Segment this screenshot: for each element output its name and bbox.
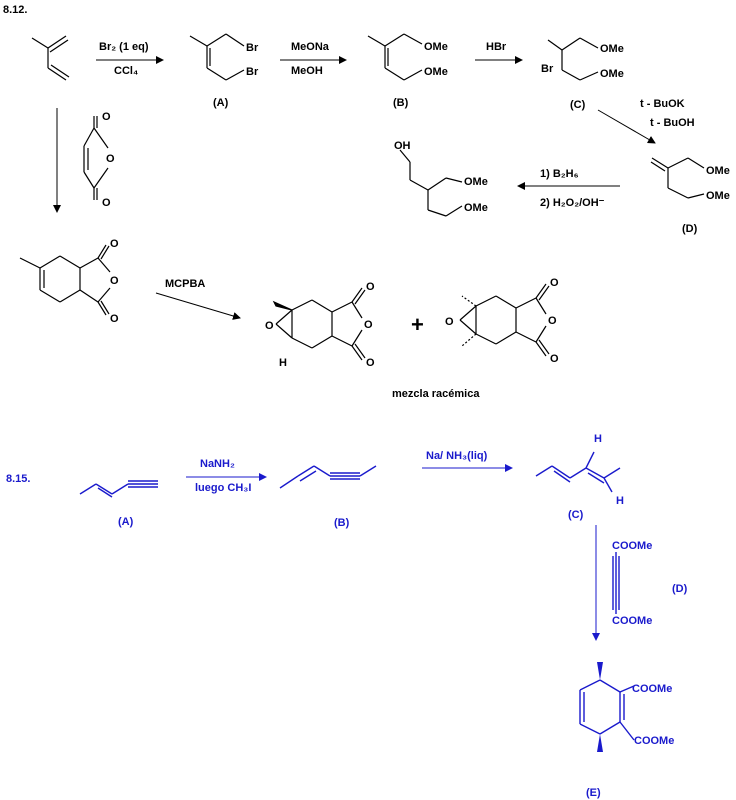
label-compound-b: (B) bbox=[393, 97, 409, 109]
reagent-hbr: HBr bbox=[486, 41, 507, 53]
problem-number-812: 8.12. bbox=[3, 4, 27, 16]
label-compound-a: (A) bbox=[213, 97, 229, 109]
compound-815b-structure bbox=[279, 465, 377, 489]
atom-ome-d1: OMe bbox=[706, 165, 730, 177]
label-815-b: (B) bbox=[334, 517, 350, 529]
wedge-top-e bbox=[597, 662, 603, 680]
atom-o-ad1: O bbox=[110, 238, 119, 250]
atom-o-ep2c: O bbox=[550, 353, 559, 365]
atom-oh: OH bbox=[394, 140, 411, 152]
atom-o-ep1a: O bbox=[366, 281, 375, 293]
racemic-caption: mezcla racémica bbox=[392, 388, 480, 400]
epoxide-1-structure bbox=[272, 287, 366, 361]
label-815-a: (A) bbox=[118, 516, 134, 528]
atom-o-ep2b: O bbox=[548, 315, 557, 327]
reagent-ch3i: luego CH₃I bbox=[195, 482, 251, 494]
reagent-meona: MeONa bbox=[291, 41, 330, 53]
reagent-ccl4: CCl₄ bbox=[114, 65, 138, 77]
atom-o-ma2: O bbox=[106, 153, 115, 165]
label-815-c: (C) bbox=[568, 509, 584, 521]
atom-ome-d2: OMe bbox=[706, 190, 730, 202]
atom-br-a1: Br bbox=[246, 42, 259, 54]
alcohol-product-structure bbox=[399, 149, 463, 217]
reagent-tbuok: t - BuOK bbox=[640, 98, 685, 110]
reagent-h2o2: 2) H₂O₂/OH⁻ bbox=[540, 197, 605, 209]
reagent-tbuoh: t - BuOH bbox=[650, 117, 695, 129]
atom-ome-b2: OMe bbox=[424, 66, 448, 78]
arrow-mcpba bbox=[155, 292, 241, 320]
atom-o-ma1: O bbox=[102, 111, 111, 123]
atom-o-ep1c: O bbox=[366, 357, 375, 369]
reagent-b2h6: 1) B₂H₆ bbox=[540, 168, 579, 180]
atom-h-c1: H bbox=[594, 433, 602, 445]
atom-br-c: Br bbox=[541, 63, 554, 75]
atom-o-ep1: O bbox=[265, 320, 274, 332]
ester-bottom-d: COOMe bbox=[612, 615, 652, 627]
ester-e1: COOMe bbox=[632, 683, 672, 695]
atom-ome-c1: OMe bbox=[600, 43, 624, 55]
atom-br-a2: Br bbox=[246, 66, 259, 78]
ester-e2: COOMe bbox=[634, 735, 674, 747]
problem-number-815: 8.15. bbox=[6, 473, 30, 485]
label-815-e: (E) bbox=[586, 787, 601, 799]
atom-ome-p2: OMe bbox=[464, 202, 488, 214]
label-815-d: (D) bbox=[672, 583, 688, 595]
compound-c-structure bbox=[547, 37, 599, 81]
atom-o-ad2: O bbox=[110, 275, 119, 287]
atom-h-c2: H bbox=[616, 495, 624, 507]
reagent-nanh2: NaNH₂ bbox=[200, 458, 235, 470]
atom-o-ma3: O bbox=[102, 197, 111, 209]
isoprene-structure bbox=[31, 35, 70, 81]
wedge-bottom-e bbox=[597, 734, 603, 752]
reagent-mcpba: MCPBA bbox=[165, 278, 205, 290]
label-compound-c: (C) bbox=[570, 99, 586, 111]
epoxide-2-structure bbox=[459, 283, 550, 357]
compound-b-structure bbox=[367, 33, 423, 81]
reagent-br2: Br₂ (1 eq) bbox=[99, 41, 149, 53]
adduct-structure bbox=[19, 244, 111, 316]
maleic-anhydride-structure bbox=[83, 116, 109, 200]
compound-815c-structure bbox=[535, 451, 621, 493]
compound-815a-structure bbox=[79, 480, 158, 498]
atom-o-ep1b: O bbox=[364, 319, 373, 331]
atom-ome-p1: OMe bbox=[464, 176, 488, 188]
plus-sign: + bbox=[411, 312, 424, 337]
label-compound-d: (D) bbox=[682, 223, 698, 235]
atom-h-ep1: H bbox=[279, 357, 287, 369]
atom-o-ep2a: O bbox=[550, 277, 559, 289]
reagent-na-nh3: Na/ NH₃(liq) bbox=[426, 450, 488, 462]
atom-o-ad3: O bbox=[110, 313, 119, 325]
atom-o-ep2: O bbox=[445, 316, 454, 328]
dimethyl-acetylenedicarboxylate bbox=[612, 552, 620, 614]
ester-top-d: COOMe bbox=[612, 540, 652, 552]
atom-ome-c2: OMe bbox=[600, 68, 624, 80]
compound-815e-structure bbox=[579, 679, 635, 741]
reagent-meoh: MeOH bbox=[291, 65, 323, 77]
arrow-step4 bbox=[597, 109, 656, 144]
compound-a-structure bbox=[189, 33, 245, 81]
compound-d-structure bbox=[650, 157, 705, 199]
atom-ome-b1: OMe bbox=[424, 41, 448, 53]
